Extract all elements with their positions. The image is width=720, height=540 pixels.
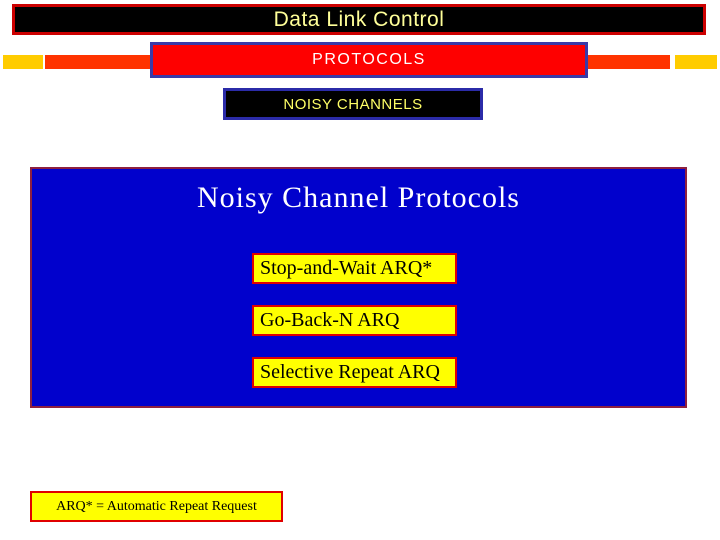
decorative-bar-yellow-left (3, 55, 43, 69)
arq-footnote-box: ARQ* = Automatic Repeat Request (30, 491, 283, 522)
noisy-channels-banner[interactable]: NOISY CHANNELS (223, 88, 483, 120)
noisy-channels-banner-label: NOISY CHANNELS (283, 95, 423, 113)
decorative-bar-yellow-right (675, 55, 717, 69)
panel-title: Noisy Channel Protocols (197, 181, 520, 214)
protocols-banner[interactable]: PROTOCOLS (150, 42, 588, 78)
menu-item-go-back-n-arq[interactable]: Go-Back-N ARQ (252, 305, 457, 336)
decorative-bar-orange-right (585, 55, 670, 69)
arq-footnote-label: ARQ* = Automatic Repeat Request (56, 498, 257, 514)
title-banner[interactable]: Data Link Control (12, 4, 706, 35)
menu-item-selective-repeat-arq[interactable]: Selective Repeat ARQ (252, 357, 457, 388)
title-banner-label: Data Link Control (273, 7, 445, 31)
decorative-bar-orange-left (45, 55, 150, 69)
protocols-banner-label: PROTOCOLS (312, 51, 426, 68)
noisy-channel-protocols-panel: Noisy Channel Protocols Stop-and-Wait AR… (30, 167, 687, 408)
menu-item-stop-and-wait-arq[interactable]: Stop-and-Wait ARQ* (252, 253, 457, 284)
